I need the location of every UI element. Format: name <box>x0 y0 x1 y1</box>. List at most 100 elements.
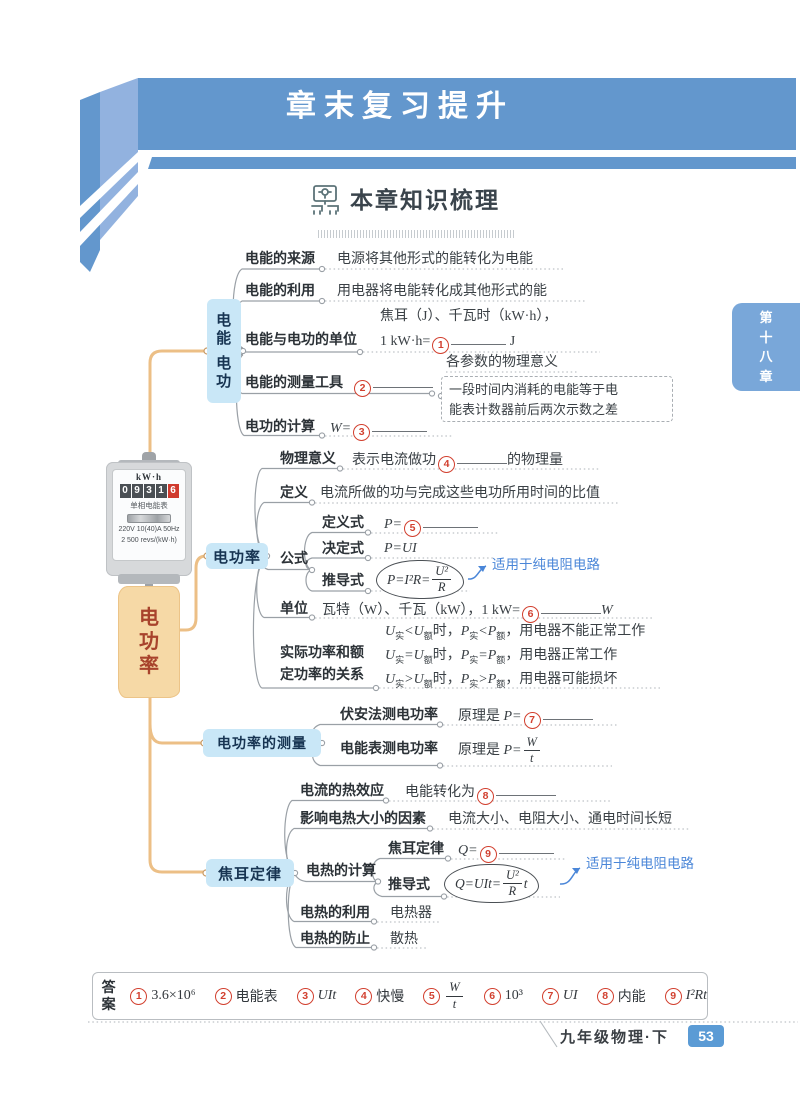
node-electric-energy-work: 电能 电功 <box>207 299 241 403</box>
row-value: U实=U额时，P实=P额，用电器正常工作 <box>385 648 618 665</box>
meter-digit-red: 6 <box>167 484 179 498</box>
circled-number: 5 <box>423 987 441 1005</box>
footer-book-title: 九年级物理·下 <box>560 1029 669 1046</box>
trunk-dots <box>200 347 211 877</box>
row-value: 电流大小、电阻大小、通电时间长短 <box>448 812 672 827</box>
row-label: 影响电热大小的因素 <box>300 810 426 826</box>
unit-text: J <box>509 334 516 349</box>
meter-spec: 2 500 revs/(kW·h) <box>121 536 177 544</box>
meter-bottom-cap <box>118 574 180 584</box>
row-label: 电功的计算 <box>245 418 315 434</box>
row-label: 电热的防止 <box>300 930 370 946</box>
row-label: 单位 <box>280 600 308 616</box>
row-value: 2 <box>352 374 433 397</box>
row-value: U实>U额时，P实>P额，用电器可能损坏 <box>385 672 618 689</box>
header-banner-graphic <box>80 78 796 272</box>
row-label: 物理意义 <box>280 450 336 466</box>
circled-number: 9 <box>479 845 497 863</box>
answer-blank <box>542 706 593 720</box>
row-value: P=UI <box>384 541 417 556</box>
meter-digit: 9 <box>131 484 143 498</box>
answer-blank <box>373 374 433 388</box>
row-value: Q=9 <box>458 840 554 863</box>
row-text: 的物理量 <box>507 453 563 468</box>
annotation-pure-resistance: 适用于纯电阻电路 <box>586 856 694 871</box>
row-text: 表示电流做功 <box>352 453 436 468</box>
banner-title: 章末复习提升 <box>286 90 514 123</box>
formula-text: P= <box>503 709 522 724</box>
footer-slant-line <box>539 1020 558 1048</box>
meter-digit: 0 <box>119 484 131 498</box>
row-value: 用电器将电能转化成其他形式的能 <box>337 284 547 299</box>
chapter-tab: 第十八章 <box>732 303 800 391</box>
answers-label: 答 案 <box>101 979 116 1012</box>
row-value: 电热器 <box>390 906 432 921</box>
meter-digit: 3 <box>143 484 155 498</box>
row-value: 焦耳（J）、千瓦时（kW·h）， <box>380 309 558 324</box>
node-joule-law: 焦耳定律 <box>206 859 294 887</box>
circled-number: 6 <box>483 987 501 1005</box>
row-label: 推导式 <box>322 572 364 588</box>
section-underline <box>318 230 514 238</box>
circled-number: 4 <box>355 987 373 1005</box>
meter-disc <box>127 514 171 523</box>
row-value: 原理是 P=7 <box>458 706 593 729</box>
row-text: 原理是 <box>458 742 500 758</box>
unit-text: W <box>601 603 613 618</box>
note-line: 能表计数器前后两次示数之差 <box>449 402 619 418</box>
circled-number: 7 <box>541 987 559 1005</box>
row-text: 瓦特（W）、千瓦（kW），1 kW= <box>322 603 521 618</box>
row-label: 电能的测量工具 <box>245 374 343 390</box>
row-value: 散热 <box>390 932 418 947</box>
answer-blank <box>457 450 507 464</box>
row-label: 电能与电功的单位 <box>245 331 357 347</box>
meter-digits: 0 9 3 1 6 <box>119 484 179 498</box>
row-label: 决定式 <box>322 540 364 556</box>
energy-meter-illustration: kW·h 0 9 3 1 6 单相电能表 220V 10(40)A 50Hz 2… <box>106 452 192 592</box>
note-line: 一段时间内消耗的电能等于电 <box>449 382 619 397</box>
circled-number: 3 <box>296 987 314 1005</box>
circled-number: 4 <box>438 455 455 473</box>
row-label: 电能表测电功率 <box>340 740 438 756</box>
arrowheads <box>478 566 580 874</box>
circled-number: 1 <box>432 336 450 354</box>
row-label: 伏安法测电功率 <box>340 706 438 722</box>
row-label: 公式 <box>280 550 308 566</box>
row-label: 电能的来源 <box>245 250 315 266</box>
row-value: P=5 <box>384 514 478 537</box>
row-value: 电源将其他形式的能转化为电能 <box>337 252 533 267</box>
row-value: 1 kW·h=1 J <box>380 331 515 354</box>
row-label: 电能的利用 <box>245 282 315 298</box>
meter-panel: kW·h 0 9 3 1 6 单相电能表 220V 10(40)A 50Hz 2… <box>112 469 186 561</box>
formula-text: 1 kW·h= <box>380 334 431 349</box>
root-node-electric-power: 电功率 <box>118 586 180 698</box>
node-label: 电功 <box>216 354 233 390</box>
circled-number: 3 <box>353 423 371 441</box>
row-value: W=3 <box>330 418 428 441</box>
row-text: 原理是 <box>458 709 500 724</box>
row-label: 电热的计算 <box>306 862 376 878</box>
circled-number: 8 <box>477 787 494 805</box>
node-power-measurement: 电功率的测量 <box>203 729 321 757</box>
circled-number: 2 <box>354 379 371 397</box>
section-title: 本章知识梳理 <box>350 186 500 213</box>
answer-blank <box>451 331 507 345</box>
answer-blank <box>498 840 554 854</box>
chapter-tab-label: 第十八章 <box>759 310 773 384</box>
answer-blank <box>372 418 428 432</box>
